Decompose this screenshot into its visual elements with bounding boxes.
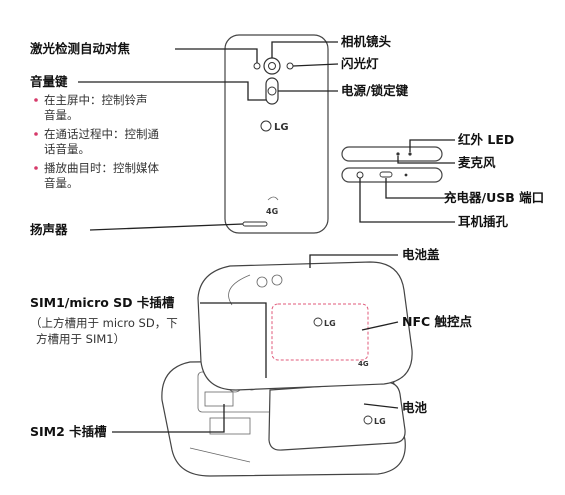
label-volume-key: 音量键 bbox=[30, 74, 68, 89]
label-power-lock: 电源/锁定键 bbox=[341, 83, 409, 98]
nfc-area bbox=[271, 303, 369, 361]
label-speaker: 扬声器 bbox=[30, 222, 68, 237]
volume-note-3-line1: 播放曲目时：控制媒体 bbox=[44, 161, 159, 175]
phone-back: LG 4G bbox=[224, 34, 329, 234]
volume-note-3-line2: 音量。 bbox=[44, 176, 79, 190]
label-sim2-slot: SIM2 卡插槽 bbox=[30, 424, 107, 439]
sim1-note-line2: 方槽用于 SIM1） bbox=[36, 332, 125, 346]
volume-note-1-line1: 在主屏中：控制铃声 bbox=[44, 93, 148, 107]
volume-note-2-line2: 话音量。 bbox=[44, 142, 90, 156]
volume-notes: 在主屏中：控制铃声 音量。 在通话过程中：控制通 话音量。 播放曲目时：控制媒体… bbox=[34, 93, 159, 190]
laser-sensor-icon bbox=[253, 62, 261, 70]
label-microphone: 麦克风 bbox=[458, 155, 496, 170]
volume-note-1-line2: 音量。 bbox=[44, 108, 79, 122]
flash-icon bbox=[286, 62, 294, 70]
label-nfc: NFC 触控点 bbox=[402, 314, 473, 329]
label-battery-cover: 电池盖 bbox=[402, 247, 440, 262]
brand-logo: LG bbox=[274, 122, 289, 133]
label-headset-jack: 耳机插孔 bbox=[458, 214, 509, 229]
label-charger-port: 充电器/USB 端口 bbox=[444, 190, 544, 205]
speaker-grille bbox=[242, 221, 268, 227]
label-battery: 电池 bbox=[402, 400, 428, 415]
phone-exploded: LG LG 4G bbox=[161, 261, 413, 477]
cover-logo: LG bbox=[324, 319, 336, 328]
label-flash: 闪光灯 bbox=[341, 56, 379, 71]
volume-note-2-line1: 在通话过程中：控制通 bbox=[44, 127, 159, 141]
label-camera-lens: 相机镜头 bbox=[341, 34, 392, 49]
label-laser-af: 激光检测自动对焦 bbox=[30, 41, 131, 56]
label-ir-led: 红外 LED bbox=[458, 132, 514, 147]
network-logo: 4G bbox=[266, 207, 278, 216]
leader-lines bbox=[78, 41, 455, 433]
sim1-note-line1: （上方槽用于 micro SD，下 bbox=[30, 316, 178, 330]
phone-edges bbox=[341, 146, 443, 183]
camera-lens-icon bbox=[263, 57, 281, 75]
battery-logo: LG bbox=[374, 417, 386, 426]
label-sim1-slot: SIM1/micro SD 卡插槽 bbox=[30, 295, 175, 310]
cover-network-logo: 4G bbox=[358, 360, 369, 368]
